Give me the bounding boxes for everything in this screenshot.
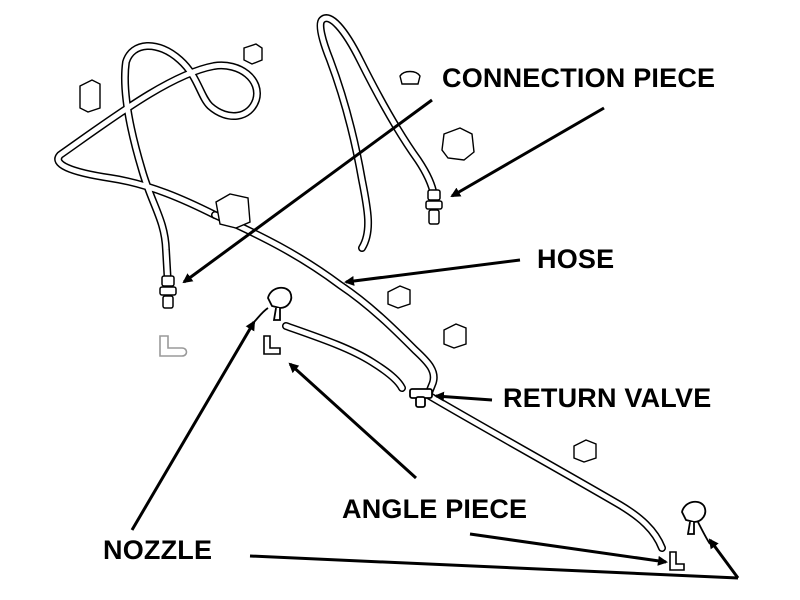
leader-arrows <box>130 98 740 580</box>
nozzle-left <box>253 286 293 323</box>
label-connection-piece: CONNECTION PIECE <box>442 63 716 93</box>
angle-piece-right <box>669 551 685 571</box>
label-hose: HOSE <box>537 244 615 274</box>
arrow-nozzle-right-shaft <box>249 554 739 580</box>
arrow-angle-piece-left <box>288 362 418 480</box>
main-hose <box>211 211 666 552</box>
connection-piece-left <box>159 275 177 309</box>
left-hose-loop <box>54 42 261 289</box>
return-valve <box>409 388 433 408</box>
right-hose-loop <box>316 14 438 252</box>
label-angle-piece: ANGLE PIECE <box>342 494 528 524</box>
angle-piece-left <box>263 335 281 355</box>
arrow-connection-piece-right <box>450 106 605 198</box>
arrow-return-valve <box>434 391 493 402</box>
connection-piece-right <box>425 189 443 225</box>
clip-parts <box>79 43 597 463</box>
arrow-angle-piece-right <box>469 532 668 566</box>
arrow-nozzle-right-head <box>708 538 740 579</box>
short-hose-segment <box>282 322 406 392</box>
faded-elbow-part <box>159 335 188 357</box>
arrow-hose <box>344 258 521 286</box>
label-return-valve: RETURN VALVE <box>503 383 712 413</box>
label-nozzle: NOZZLE <box>103 535 213 565</box>
arrow-nozzle-left <box>130 320 256 531</box>
arrow-connection-piece-left <box>182 98 433 284</box>
nozzle-right <box>681 500 711 545</box>
